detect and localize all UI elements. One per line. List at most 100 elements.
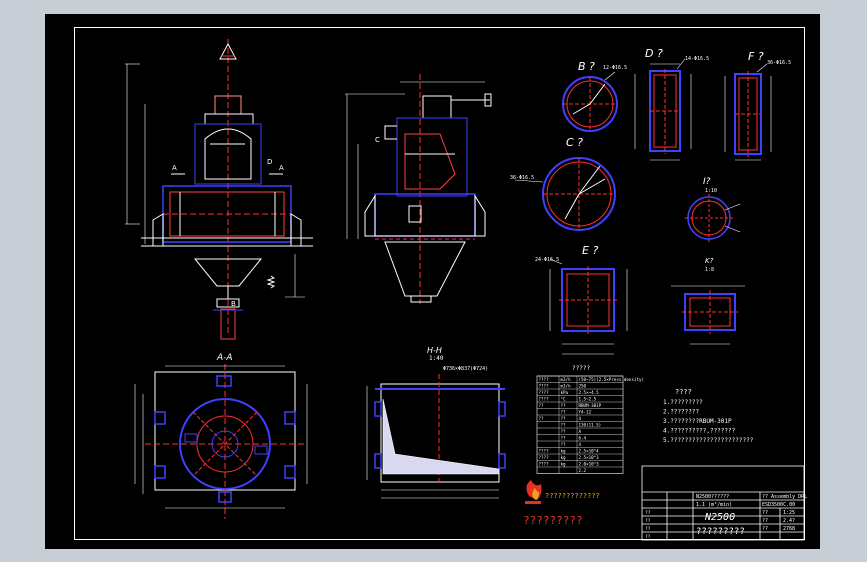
tb-product: N2500 (704, 512, 735, 523)
note-item: 5.??????????????????????? (663, 437, 754, 444)
param-cell: 4 (579, 416, 582, 421)
tb-weight: 2768 (783, 526, 795, 532)
logo-text-big: ????????? (523, 514, 583, 527)
note-item: 4.??????????,??????? (663, 428, 736, 435)
detail-d-label: D ? (645, 47, 663, 60)
param-cell: ???? (539, 455, 550, 460)
mark-c: C (375, 136, 380, 144)
param-cell: ?? (561, 423, 567, 428)
tb-material: 1.1 (m³/min) (696, 502, 732, 508)
section-hh-scale: 1:40 (429, 355, 444, 362)
param-cell: ???? (539, 462, 550, 467)
param-cell: 2.2 (579, 468, 587, 473)
detail-e-callout: 24-Φ16.5 (535, 257, 559, 263)
param-cell: 2.0×10^3 (579, 462, 600, 467)
param-cell: ???? (539, 384, 550, 389)
detail-b-callout: 12-Φ16.5 (603, 65, 627, 71)
company-logo (525, 480, 542, 504)
param-cell: Y4-12 (579, 410, 592, 415)
param-cell: ?? (561, 403, 567, 408)
note-item: 2.???????? (663, 409, 700, 416)
param-cell: ???? (539, 390, 550, 395)
param-table-title: ????? (572, 365, 590, 372)
tb-sheet: 2.4? (783, 518, 795, 524)
detail-k-drawing[interactable] (671, 285, 745, 345)
param-cell: A (579, 429, 582, 434)
section-hh-label: H-H (427, 346, 442, 355)
section-hh-drawing[interactable] (366, 374, 506, 499)
detail-c-drawing[interactable] (514, 157, 616, 231)
detail-i-label: I? (703, 177, 711, 187)
param-cell: ?? (561, 429, 567, 434)
detail-i-drawing[interactable] (685, 194, 741, 242)
param-cell: kg (561, 449, 567, 454)
detail-e-label: E ? (582, 244, 598, 257)
param-cell: ?? (539, 416, 545, 421)
param-cell: RBUM-301P (579, 403, 602, 408)
tb-doc-type: ?? Assembly DRL (762, 494, 807, 500)
sign-row-label: ?? (645, 534, 651, 540)
detail-i-scale: 1:10 (705, 188, 717, 194)
param-cell: (50~75)(2.5×Press density) (579, 377, 645, 382)
tb-weight-label: ?? (762, 526, 768, 532)
param-cell: ?? (561, 416, 567, 421)
note-item: 3.????????RBUM-301P (663, 418, 732, 425)
param-cell: ???? (539, 377, 550, 382)
drawing-sheet: A A D B (45, 14, 820, 549)
sign-row-label: ?? (645, 510, 651, 516)
front-view[interactable] (125, 39, 313, 340)
section-aa-label: A-A (216, 353, 233, 363)
detail-k-label: K? (705, 257, 714, 265)
detail-f-callout: 36-Φ16.5 (767, 60, 791, 66)
tb-product-name: ????????? (696, 527, 745, 537)
detail-d-drawing[interactable] (634, 58, 692, 161)
detail-d-callout: 14-Φ16.5 (685, 56, 709, 62)
param-cell: ?? (561, 436, 567, 441)
param-cell: 2.5×10^4 (579, 449, 600, 454)
tb-scale-label: ?? (762, 510, 768, 516)
param-cell: 2.5×~4.5 (579, 390, 600, 395)
detail-e-drawing[interactable] (549, 258, 628, 355)
note-item: 1.????????? (663, 399, 703, 406)
param-cell: m3/h (561, 384, 572, 389)
detail-c-callout: 36-Φ16.5 (510, 175, 534, 181)
side-view[interactable] (345, 74, 492, 304)
tb-drawing-no: N2500?????? (696, 494, 729, 500)
tb-sheet-label: ?? (762, 518, 768, 524)
detail-f-label: F ? (748, 50, 764, 63)
param-cell: 4 (579, 442, 582, 447)
sign-row-label: ?? (645, 518, 651, 524)
mark-b: B (231, 300, 236, 308)
param-cell: kg (561, 462, 567, 467)
param-table[interactable]: ????m3/h(50~75)(2.5×Press density)????m3… (536, 375, 645, 474)
drawing-frame (74, 27, 805, 540)
param-cell: ???? (539, 397, 550, 402)
section-hh-callout: Φ736×Φ837(Φ724) (443, 366, 488, 372)
detail-b-label: B ? (578, 60, 595, 73)
param-cell: ???? (539, 449, 550, 454)
param-cell: ?? (561, 410, 567, 415)
tb-scale: 1:25 (783, 510, 795, 516)
logo-text-top: ????????????? (545, 492, 600, 500)
detail-b-drawing[interactable] (562, 71, 618, 132)
technical-notes: 1.????????? 2.???????? 3.????????RBUM-301P… (663, 399, 754, 444)
detail-k-scale: 1:8 (705, 267, 714, 273)
title-block-sign-rows: ???????? (645, 510, 651, 540)
mark-d: D (267, 158, 272, 166)
param-cell: kg (561, 455, 567, 460)
param-cell: 6.4 (579, 436, 587, 441)
title-block[interactable] (641, 465, 805, 541)
notes-title: ???? (675, 388, 692, 396)
detail-c-label: C ? (566, 136, 583, 149)
param-cell: 250 (579, 384, 587, 389)
detail-f-drawing[interactable] (724, 63, 772, 161)
param-cell: 130(11.5) (579, 423, 602, 428)
param-cell: 1.5~2.5 (579, 397, 597, 402)
section-aa-drawing[interactable] (134, 364, 308, 519)
sign-row-label: ?? (645, 526, 651, 532)
param-cell: ?? (539, 403, 545, 408)
param-cell: ?? (561, 442, 567, 447)
param-cell: kPa (561, 390, 569, 395)
param-cell: °C (561, 397, 567, 402)
